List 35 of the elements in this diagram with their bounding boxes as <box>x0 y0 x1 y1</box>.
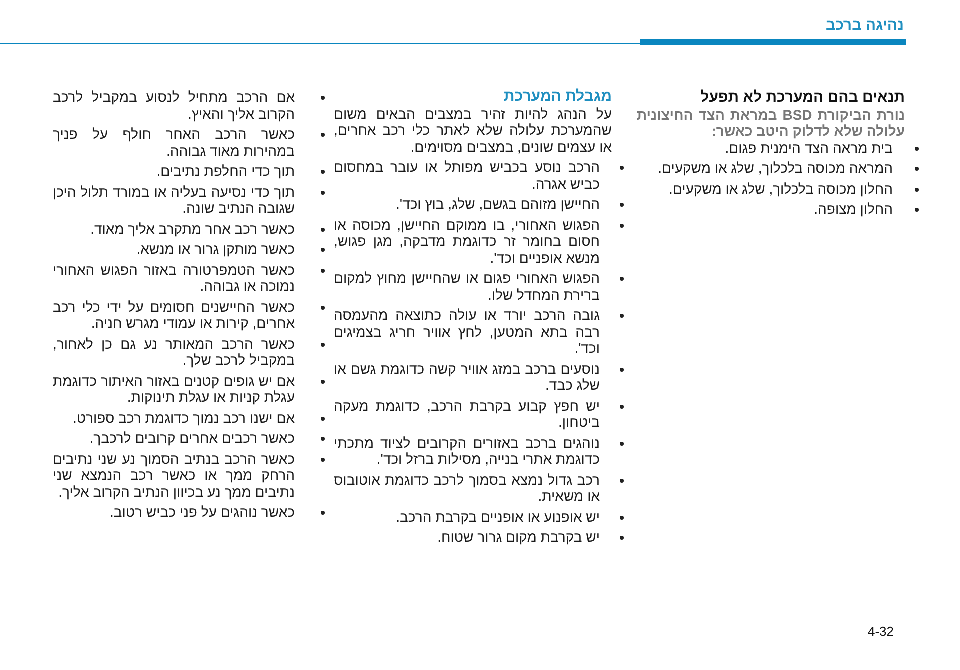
list-item: אם ישנו רכב נמוך כדוגמת רכב ספורט. <box>53 410 295 426</box>
list-item: תוך כדי החלפת נתיבים. <box>53 163 295 180</box>
list-item: כאשר מותקן גרור או מנשא. <box>53 241 295 258</box>
list-item: תוך כדי נסיעה בעליה או במורד תלול היכן שגובה הנתיב שונה. <box>53 184 295 216</box>
intro-text: נורת הביקורת BSD במראת הצד החיצונית עלולה שלא לדלוק היטב כאשר: <box>637 106 905 140</box>
list-item: יש אופנוע או אופניים בקרבת הרכב. <box>334 508 600 525</box>
list-item: אם הרכב מתחיל לנסוע במקביל לרכב הקרוב אליך והאיץ. <box>53 89 295 122</box>
section-header: נהיגה ברכב <box>826 17 904 34</box>
section-heading: מגבלת המערכת <box>502 89 612 106</box>
list-item: הפגוש האחורי פגום או שהחיישן מחוץ למקום ברירת המחדל שלו. <box>334 270 600 303</box>
list-item: הפגוש האחורי, בו ממוקם החיישן, מכוסה או חסום בחומר זר כדוגמת מדבקה, מגן פגוש, מנשא אופניים וכד'. <box>334 216 600 266</box>
list-item: כאשר רכב אחר מתקרב אליך מאוד. <box>53 220 295 237</box>
list-item: המראה מכוסה בלכלוך, שלג או משקעים. <box>637 160 893 176</box>
list-item: נוהגים ברכב באזורים הקרובים לציוד מתכתי כדוגמת אתרי בנייה, מסילות ברזל וכד'. <box>334 434 600 468</box>
page-number: 4-32 <box>868 624 894 639</box>
list-item: כאשר הטמפרטורה באזור הפגוש האחורי נמוכה או גבוהה. <box>53 262 295 294</box>
list-item: כאשר הרכב בנתיב הסמוך נע שני נתיבים הרחק ממך או כאשר רכב הנמצא שני נתיבים ממך נע בכיוון הנתיב הקרוב אליך. <box>53 450 295 500</box>
list-item: החיישן מזוהם בגשם, שלג, בוץ וכד'. <box>334 196 600 212</box>
section-heading: תנאים בהם המערכת לא תפעל <box>700 90 905 106</box>
list-item: אם יש גופים קטנים באזור האיתור כדוגמת עגלת קניות או עגלת תינוקות. <box>53 372 295 406</box>
list-item: כאשר רכבים אחרים קרובים לרכבך. <box>53 430 295 446</box>
list-item: הרכב נוסע בכביש מפותל או עובר במחסום כביש אגרה. <box>334 159 600 192</box>
list-item: יש בקרבת מקום גרור שטוח. <box>334 529 600 546</box>
list-item: כאשר החיישנים חסומים על ידי כלי רכב אחרים, קירות או עמודי מגרש חניה. <box>53 298 295 332</box>
list-item: גובה הרכב יורד או עולה כתוצאה מהעמסה רבה בתא המטען, לחץ אוויר חריג בצמיגים וכד'. <box>334 307 600 356</box>
list-item: כאשר נוהגים על פני כביש רטוב. <box>53 504 295 520</box>
list-item: החלון מכוסה בלכלוך, שלג או משקעים. <box>637 180 893 197</box>
list-item: רכב גדול נמצא בסמוך לרכב כדוגמת אוטובוס או משאית. <box>334 472 600 504</box>
list-item: החלון מצופה. <box>637 201 893 218</box>
paragraph: על הנהג להיות זהיר במצבים הבאים משום שהמערכת עלולה שלא לאתר כלי רכב אחרים, או עצמים שונים, במצבים מסוימים. <box>334 106 612 155</box>
list-item: נוסעים ברכב במזג אוויר קשה כדוגמת גשם או שלג כבד. <box>334 360 600 394</box>
list-item: כאשר הרכב המאותר נע גם כן לאחור, במקביל לרכב שלך. <box>53 336 295 368</box>
list-item: כאשר הרכב האחר חולף על פניך במהירות מאוד גבוהה. <box>53 126 295 159</box>
list-item: בית מראה הצד הימנית פגום. <box>637 140 893 156</box>
list-item: יש חפץ קבוע בקרבת הרכב, כדוגמת מעקה ביטחון. <box>334 398 600 430</box>
